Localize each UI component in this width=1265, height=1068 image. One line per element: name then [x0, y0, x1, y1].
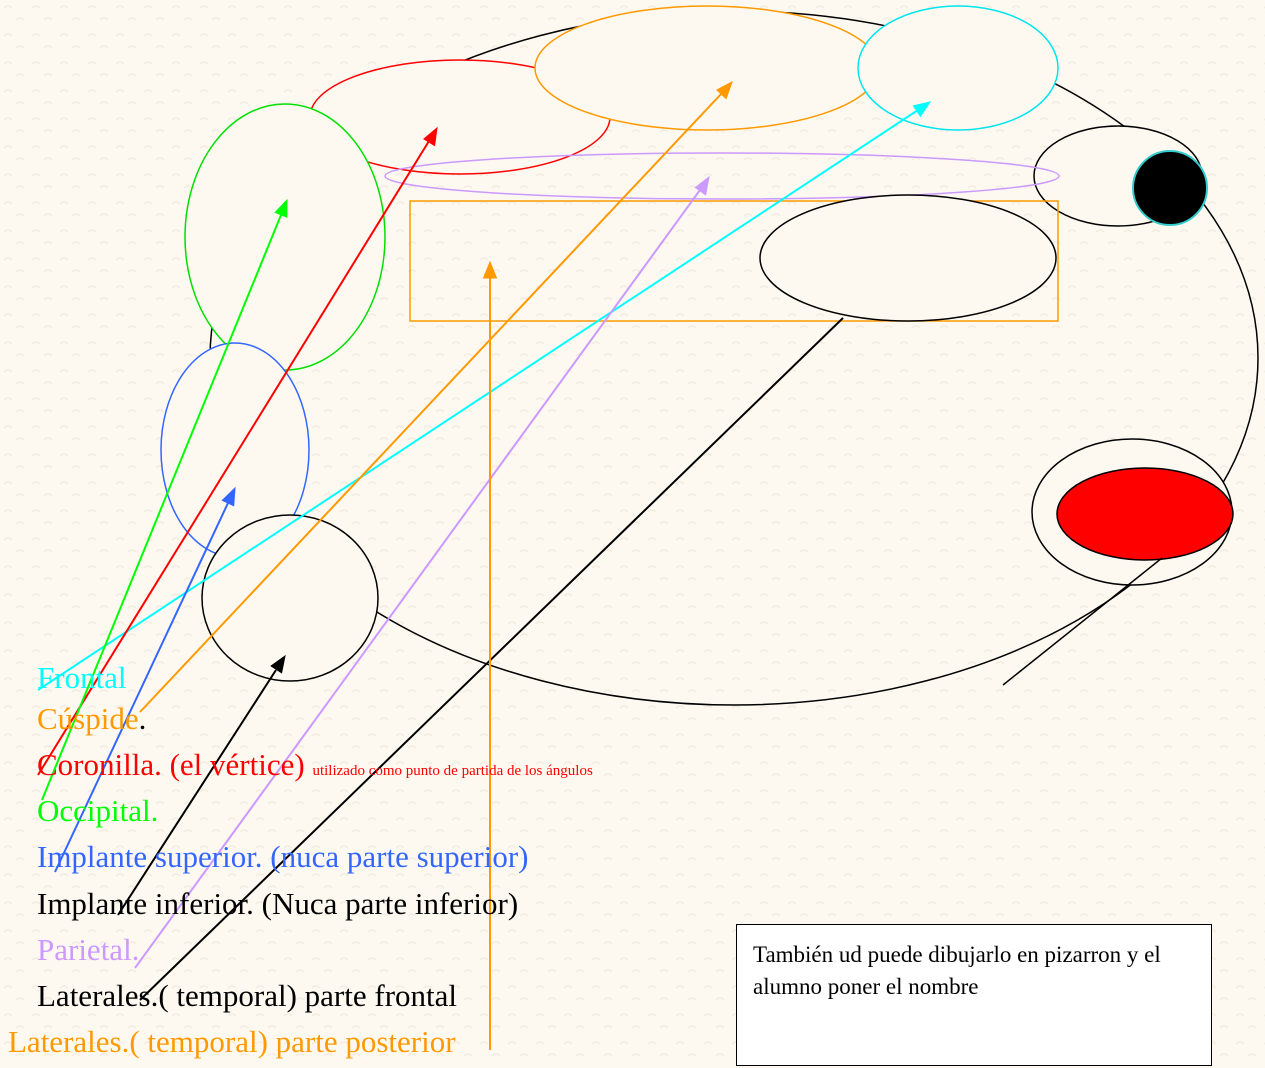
- laterales-frontal-zone: [759, 194, 1057, 322]
- laterales-posterior-zone: [409, 200, 1059, 322]
- label-frontal-text: Frontal: [37, 660, 127, 695]
- parietal-zone: [384, 152, 1060, 200]
- label-implante-superior-text: Implante superior. (nuca parte superior): [37, 839, 529, 874]
- label-implante-inferior-text: Implante inferior. (Nuca parte inferior): [37, 886, 519, 921]
- arrow-implante-superior: [54, 486, 236, 873]
- label-implante-superior: Implante superior. (nuca parte superior): [37, 839, 529, 875]
- mouth-shape: [1056, 467, 1234, 561]
- instruction-note-box: También ud puede dibujarlo en pizarron y…: [736, 924, 1212, 1066]
- label-occipital: Occipital.: [37, 793, 158, 829]
- label-implante-inferior: Implante inferior. (Nuca parte inferior): [37, 886, 518, 922]
- label-coronilla-note: utilizado como punto de partida de los á…: [312, 763, 593, 779]
- label-cuspide-text: Cúspide: [37, 701, 139, 736]
- label-parietal: Parietal.: [37, 932, 139, 968]
- label-coronilla: Coronilla. (el vértice) utilizado como p…: [37, 747, 593, 789]
- implante-inferior-zone: [201, 514, 379, 682]
- occipital-zone: [184, 103, 386, 371]
- label-occipital-text: Occipital.: [37, 793, 159, 828]
- label-laterales-frontal-text: Laterales.( temporal) parte frontal: [37, 978, 457, 1013]
- label-laterales-posterior: Laterales.( temporal) parte posterior: [8, 1024, 456, 1060]
- label-cuspide-dot: .: [138, 701, 147, 736]
- arrow-parietal: [134, 175, 710, 969]
- arrow-cuspide: [139, 80, 733, 713]
- pointer-line-mouth: [1002, 557, 1163, 686]
- label-laterales-frontal: Laterales.( temporal) parte frontal: [37, 978, 457, 1014]
- eye-dot: [1132, 150, 1208, 226]
- arrow-implante-inferior: [117, 654, 286, 916]
- label-cuspide: Cúspide.: [37, 701, 146, 737]
- arrow-coronilla: [37, 126, 438, 776]
- cuspide-zone: [534, 5, 880, 131]
- frontal-zone: [857, 5, 1059, 131]
- label-parietal-text: Parietal.: [37, 932, 140, 967]
- label-coronilla-text: Coronilla. (el vértice): [37, 747, 305, 782]
- arrow-laterales-posterior: [482, 260, 498, 1050]
- instruction-note-text: También ud puede dibujarlo en pizarron y…: [753, 942, 1161, 999]
- label-frontal: Frontal: [37, 660, 127, 696]
- label-laterales-posterior-text: Laterales.( temporal) parte posterior: [8, 1024, 456, 1059]
- arrow-occipital: [41, 198, 288, 801]
- arrow-laterales-frontal: [139, 317, 844, 1001]
